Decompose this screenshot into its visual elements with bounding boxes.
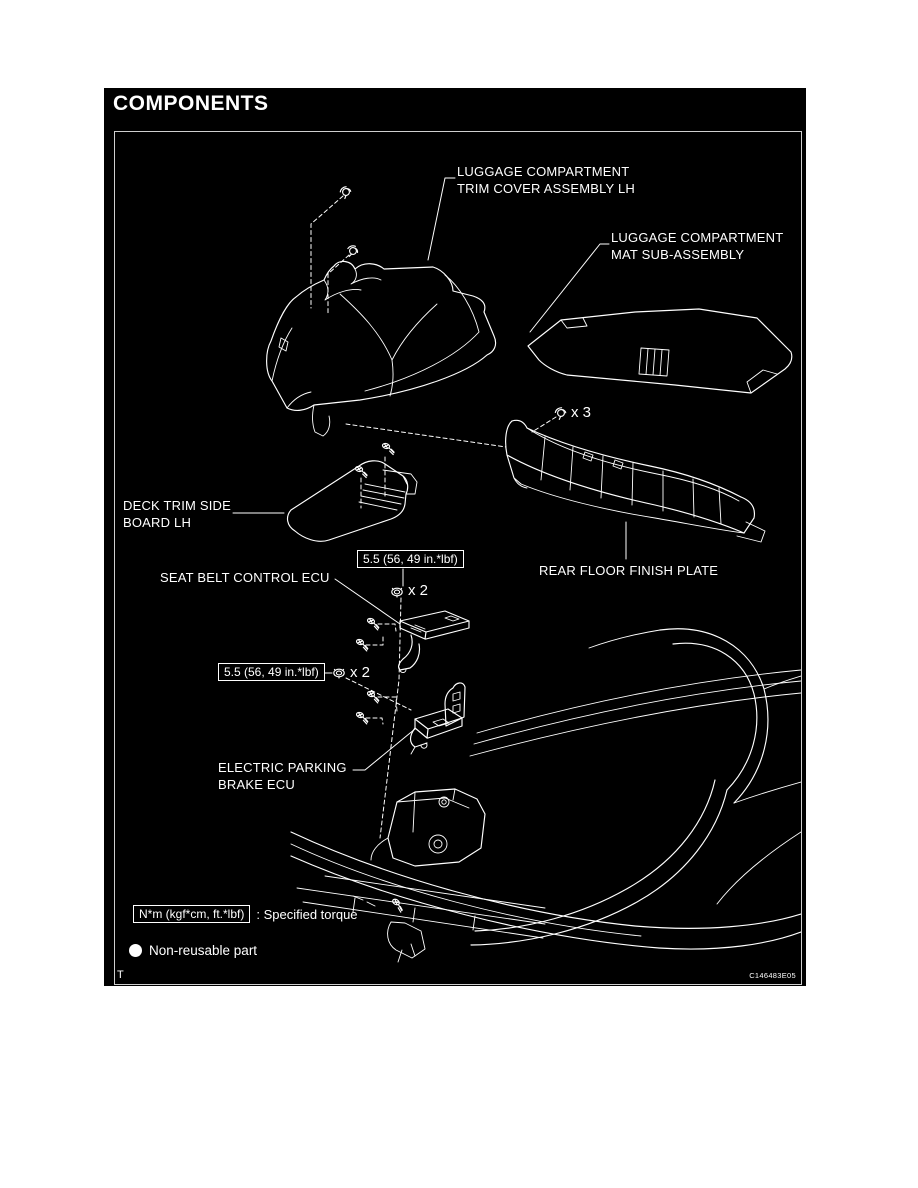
- legend-torque: N*m (kgf*cm, ft.*lbf) : Specified torque: [133, 905, 358, 923]
- car-body-drawing: [290, 628, 801, 963]
- clip-quantity: x 3: [571, 404, 592, 421]
- callout-leader-lines: [232, 177, 627, 771]
- deck-trim-board-drawing: [286, 460, 418, 542]
- page-title: COMPONENTS: [113, 92, 269, 115]
- corner-mark: T: [117, 969, 124, 981]
- callout-trim-cover: LUGGAGE COMPARTMENT TRIM COVER ASSEMBLY …: [457, 164, 636, 196]
- diagram-frame: LUGGAGE COMPARTMENT TRIM COVER ASSEMBLY …: [114, 131, 802, 985]
- rear-floor-plate-drawing: [505, 419, 766, 543]
- torque-note: : Specified torque: [256, 906, 358, 922]
- trim-cover-drawing: [266, 260, 497, 437]
- callout-deck-trim-board: DECK TRIM SIDE BOARD LH: [123, 498, 232, 530]
- torque-spec-seat-belt-ecu: 5.5 (56, 49 in.*lbf): [357, 550, 464, 568]
- torque-spec-parking-brake-ecu: 5.5 (56, 49 in.*lbf): [218, 663, 325, 681]
- non-reusable-label: Non-reusable part: [149, 943, 258, 958]
- dashed-assembly-lines: [310, 195, 557, 839]
- non-reusable-dot-icon: [129, 944, 142, 957]
- callout-rear-floor-plate: REAR FLOOR FINISH PLATE: [539, 563, 719, 578]
- callout-mat: LUGGAGE COMPARTMENT MAT SUB-ASSEMBLY: [611, 230, 784, 262]
- callout-seat-belt-ecu: SEAT BELT CONTROL ECU: [160, 570, 330, 585]
- bolt-quantity-parking-brake: x 2: [350, 664, 371, 681]
- figure-code: C146483E05: [749, 971, 796, 980]
- bolt-quantity-seat-belt: x 2: [408, 582, 429, 599]
- torque-unit-box: N*m (kgf*cm, ft.*lbf): [133, 905, 251, 923]
- seat-belt-ecu-drawing: [398, 610, 470, 673]
- legend-non-reusable: Non-reusable part: [129, 943, 257, 958]
- parking-brake-ecu-drawing: [409, 682, 466, 755]
- callout-parking-brake-ecu: ELECTRIC PARKING BRAKE ECU: [218, 760, 347, 792]
- exploded-parts-drawing: [232, 177, 801, 963]
- components-panel: COMPONENTS: [104, 88, 806, 986]
- mat-drawing: [527, 308, 793, 394]
